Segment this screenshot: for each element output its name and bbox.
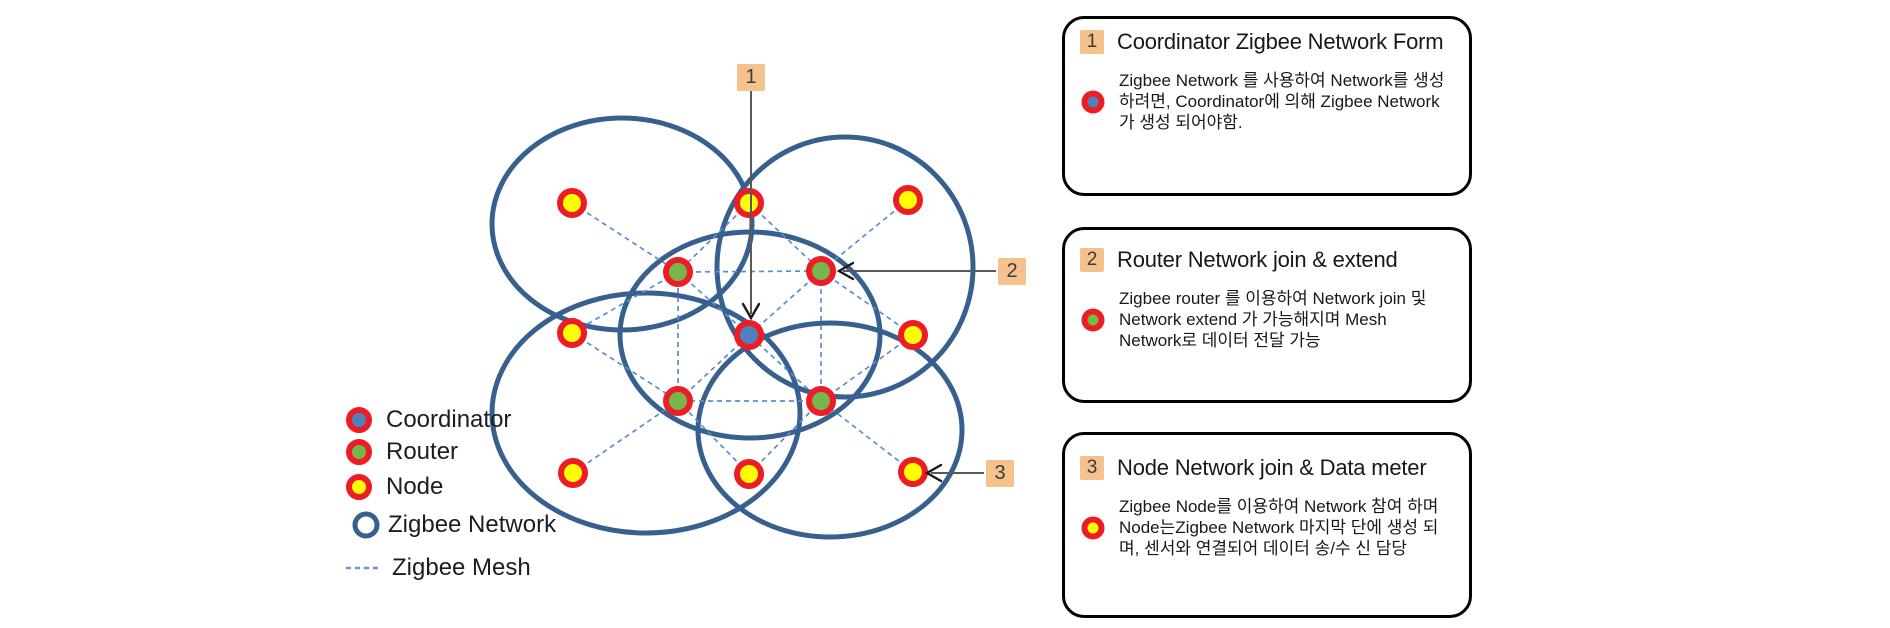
node-circle [893, 185, 923, 215]
info-box-2-title: Router Network join & extend [1117, 247, 1398, 272]
callout-1-number: 1 [745, 66, 757, 88]
network-ellipse-top-left [489, 115, 755, 333]
info-box-1-number-chip: 1 [1080, 30, 1104, 54]
info-box-1-title: Coordinator Zigbee Network Form [1117, 29, 1444, 54]
coordinator-circle-icon [1081, 90, 1105, 113]
node-circle [557, 188, 587, 218]
callout1-arrowhead-icon [741, 302, 761, 321]
legend-label-router: Router [386, 438, 459, 465]
callout2-arrowhead-icon [836, 261, 855, 281]
info-box-coordinator: 1 Coordinator Zigbee Network Form Zigbee… [1062, 16, 1472, 196]
node-circle [898, 320, 928, 350]
legend-node-icon [346, 474, 372, 500]
node-circle [557, 318, 587, 348]
node-circle [734, 188, 764, 218]
callout-2-number: 2 [1006, 260, 1018, 282]
router-circle [806, 386, 836, 416]
node-circle [898, 457, 928, 487]
info-box-2-body: Zigbee router 를 이용하여 Network join 및 Netw… [1119, 289, 1427, 350]
info-box-node: 3 Node Network join & Data meter Zigbee … [1062, 432, 1472, 618]
zigbee-nodes [557, 185, 928, 489]
coordinator-circle [734, 320, 764, 350]
callout-arrows [741, 91, 996, 483]
network-ellipse-bottom-right [695, 320, 965, 540]
node-circle [558, 458, 588, 488]
info-box-2-number-chip: 2 [1080, 248, 1104, 272]
node-circle [734, 459, 764, 489]
legend-label-network: Zigbee Network [388, 511, 557, 538]
legend-router-icon [346, 439, 372, 465]
legend-label-mesh: Zigbee Mesh [392, 554, 531, 581]
zigbee-routers [663, 256, 836, 416]
network-ellipse-top-right [714, 134, 976, 400]
legend-coordinator-icon [346, 407, 372, 433]
router-circle [806, 256, 836, 286]
network-ellipse-bottom-left [489, 290, 803, 536]
info-box-1-body: Zigbee Network 를 사용하여 Network를 생성 하려면, C… [1119, 71, 1445, 132]
info-box-3-number-chip: 3 [1080, 456, 1104, 480]
info-box-3-title: Node Network join & Data meter [1117, 455, 1427, 480]
legend-label-node: Node [386, 473, 444, 500]
diagram-callout-2: 2 [998, 258, 1026, 285]
legend-label-coordinator: Coordinator [386, 406, 512, 433]
diagram-callout-3: 3 [986, 460, 1014, 487]
router-circle [663, 257, 693, 287]
router-circle-icon [1081, 308, 1105, 331]
info-box-3-body: Zigbee Node를 이용하여 Network 참여 하며 Node는Zig… [1119, 497, 1439, 558]
info-box-router: 2 Router Network join & extend Zigbee ro… [1062, 227, 1472, 403]
node-circle-icon [1081, 516, 1105, 539]
router-circle [663, 386, 693, 416]
callout-3-number: 3 [994, 462, 1006, 484]
diagram-callout-1: 1 [737, 64, 765, 91]
legend-network-icon [352, 511, 380, 539]
callout3-arrowhead-icon [924, 463, 943, 483]
legend-icons [346, 407, 381, 570]
zigbee-mesh-links [571, 199, 914, 475]
